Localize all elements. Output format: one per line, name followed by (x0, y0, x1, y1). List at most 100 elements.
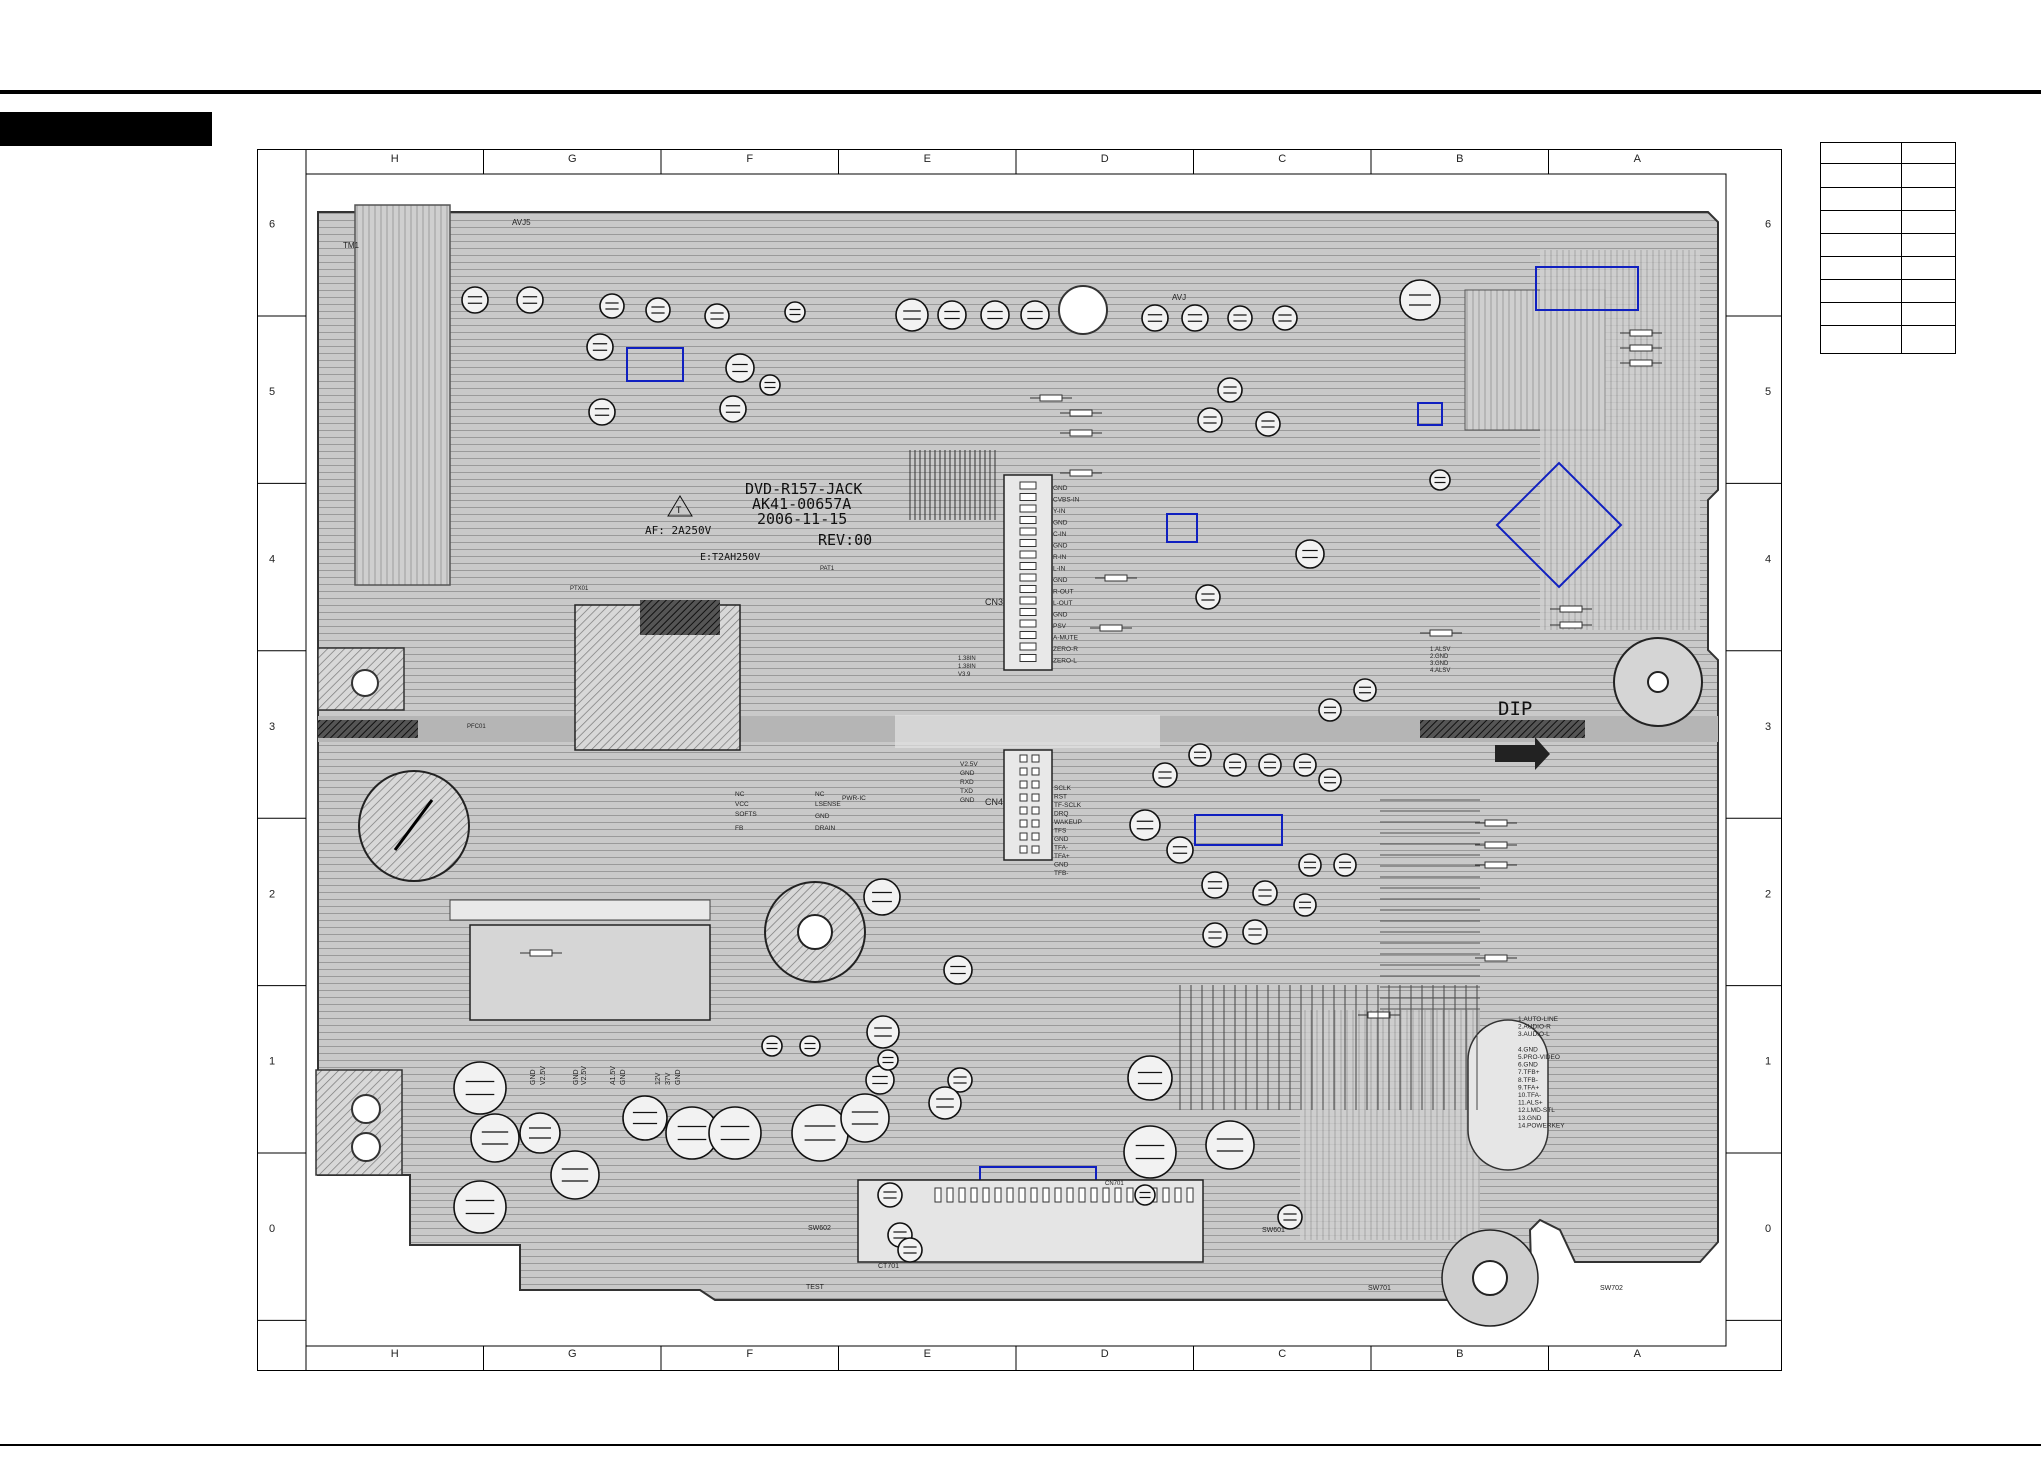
power-inlet-block (354, 204, 451, 586)
cn4-pin-label: TFS (1054, 828, 1067, 835)
cn3-pin-label: ZERO-R (1053, 646, 1078, 653)
grid-row-1-right: 1 (1765, 1056, 1771, 1068)
cn4-pin-label: TFA- (1054, 845, 1068, 852)
board-date: 2006-11-15 (757, 510, 847, 528)
kc-pin-label: 2.GND (1430, 654, 1449, 660)
cn3-pin-label: Y-IN (1053, 508, 1066, 515)
cn3-pin-label: GND (1053, 543, 1068, 550)
ic-pin-label: DRAIN (815, 825, 836, 832)
ic-outline-3 (1417, 402, 1443, 426)
ic-outline-4 (1535, 266, 1639, 311)
front-pin-label: 12.LMD-STL (1518, 1107, 1555, 1114)
grid-row-0-right: 0 (1765, 1223, 1771, 1235)
front-pin-label: 7.TFB+ (1518, 1069, 1540, 1076)
grid-col-B-top: B (1456, 153, 1463, 165)
grid-row-5-right: 5 (1765, 386, 1771, 398)
cn4-pin-label: SCLK (1054, 785, 1072, 792)
cn3-pin-label: L-OUT (1053, 600, 1073, 607)
cn4-pin-label: TFB- (1054, 870, 1068, 877)
label-avj: AVJ (1172, 293, 1186, 302)
cn3-label: CN3 (985, 597, 1003, 607)
grid-col-E-top: E (924, 153, 931, 165)
label-sw602: SW602 (808, 1225, 831, 1232)
cn3-pin-label: GND (1053, 577, 1068, 584)
fuse-primary: E:T2AH250V (700, 552, 760, 563)
cn3-pin-label: PSV (1053, 623, 1067, 630)
grid-col-D-top: D (1101, 153, 1109, 165)
connector-cn4 (1003, 749, 1053, 861)
ic-pin-label: PWR-IC (842, 795, 866, 802)
front-pin-label: 8.TFB- (1518, 1077, 1538, 1084)
warning-triangle (667, 495, 693, 517)
cn4-pin-label: GND (960, 770, 975, 777)
model-line2: AK41-00657A (752, 495, 851, 513)
label-sw702: SW702 (1600, 1285, 1623, 1292)
grid-col-G-bottom: G (568, 1348, 577, 1360)
front-pin-label: 13.GND (1518, 1115, 1542, 1122)
board-silkscreen: DVD-R157-JACK AK41-00657A 2006-11-15 REV… (343, 218, 1623, 1292)
legend-table (1820, 142, 1956, 354)
front-pin-label: 2.AUDIO-R (1518, 1024, 1551, 1031)
supply-label: A1.5V (610, 1066, 617, 1085)
supply-label: GND (530, 1069, 537, 1085)
grid-col-A-top: A (1634, 153, 1642, 165)
grid-col-A-bottom: A (1634, 1348, 1642, 1360)
front-pin-label: 4.GND (1518, 1046, 1538, 1053)
cn4-pin-label: WAKEUP (1054, 819, 1082, 826)
ic-pin-label: GND (815, 813, 830, 820)
ic-pin-label: NC (815, 791, 825, 798)
cn3-pin-label: R-IN (1053, 554, 1067, 561)
front-pin-label: 5.PRO-VIDEO (1518, 1054, 1560, 1061)
grid-col-H-top: H (391, 153, 399, 165)
supply-label: 37V (665, 1072, 672, 1085)
cn4-pin-label: GND (1054, 836, 1069, 843)
supply-label: GND (573, 1069, 580, 1085)
label-sw601: SW601 (1262, 1227, 1285, 1234)
ic-outline-5 (1194, 814, 1283, 846)
cn4-pin-label: GND (960, 797, 975, 804)
ic-pin-label: LSENSE (815, 801, 841, 808)
cn3-pin-label: GND (1053, 485, 1068, 492)
cn3-pin-label: A-MUTE (1053, 635, 1079, 642)
front-pin-label: 1.AUTO-LINE (1518, 1016, 1559, 1023)
ic-pin-label: SOFTS (735, 811, 757, 818)
grid-row-2-right: 2 (1765, 888, 1771, 900)
grid-row-2-left: 2 (269, 888, 275, 900)
kc-pin-label: 4.ALSV (1430, 668, 1450, 674)
front-pin-label: 11.ALS+ (1518, 1100, 1543, 1107)
label-test: TEST (806, 1284, 825, 1291)
front-pin-label: 14.POWERKEY (1518, 1122, 1565, 1129)
cn4-pin-label: TXD (960, 788, 973, 795)
ic-outline-2 (1166, 513, 1198, 543)
grid-row-6-left: 6 (269, 219, 275, 231)
label-tm1: TM1 (343, 241, 360, 250)
cn3-pin-label: CVBS-IN (1053, 497, 1080, 504)
cn4-pin-label: RXD (960, 779, 974, 786)
label-pat1: PAT1 (820, 566, 835, 572)
heatsink (469, 924, 711, 1021)
label-avj5: AVJ5 (512, 218, 531, 227)
grid-col-E-bottom: E (924, 1348, 931, 1360)
grid-row-1-left: 1 (269, 1056, 275, 1068)
ic-pin-label: VCC (735, 801, 749, 808)
supply-label: V2.5V (581, 1066, 588, 1085)
grid-frame (257, 149, 1782, 1371)
cn3-pin-label: R-OUT (1053, 589, 1074, 596)
front-pin-label: 6.GND (1518, 1062, 1538, 1069)
cn3-pin-label: L-IN (1053, 566, 1066, 573)
grid-col-G-top: G (568, 153, 577, 165)
label-cn701: CN701 (1105, 1181, 1124, 1187)
grid-col-C-top: C (1278, 153, 1286, 165)
grid-col-B-bottom: B (1456, 1348, 1463, 1360)
cn4-pin-label: TFA+ (1054, 853, 1070, 860)
section-header-tab (0, 112, 212, 146)
kc-pin-label: 1.ALSV (1430, 647, 1450, 653)
cn3-pin-label: C-IN (1053, 531, 1067, 538)
grid-col-F-top: F (746, 153, 753, 165)
label-ptx01: PTX01 (570, 586, 589, 592)
board-rev: REV:00 (818, 531, 872, 549)
front-pin-label: 3.AUDIO-L (1518, 1031, 1550, 1038)
top-rule (0, 90, 2041, 94)
grid-row-3-right: 3 (1765, 721, 1771, 733)
